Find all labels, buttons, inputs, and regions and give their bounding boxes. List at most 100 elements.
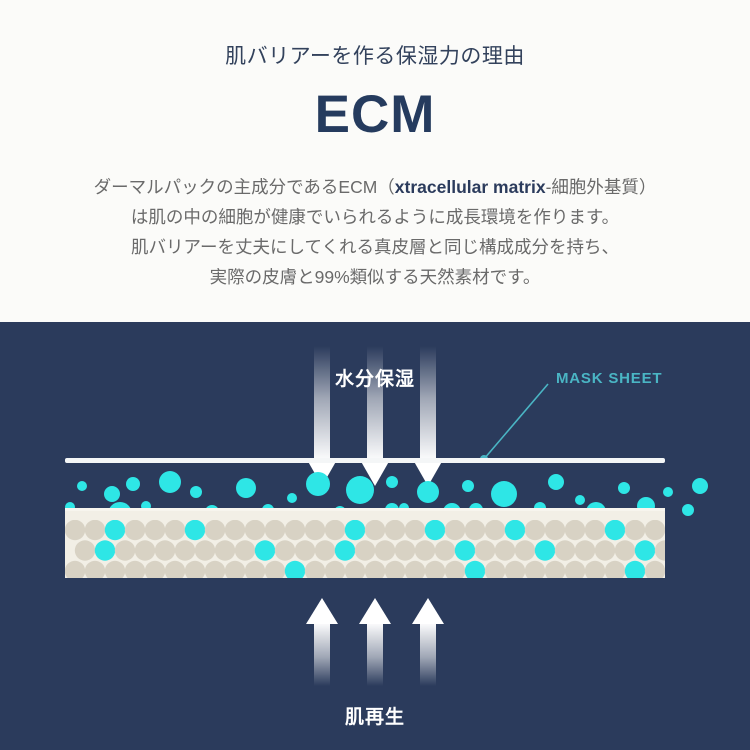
skin-cell: [144, 560, 166, 578]
diagram-graphics: [65, 346, 708, 686]
water-droplet: [663, 487, 673, 497]
water-droplet: [682, 504, 694, 516]
skin-cell: [414, 540, 436, 561]
skin-cell: [194, 540, 216, 561]
down-arrow: [412, 346, 444, 486]
skin-cell-hydrated: [634, 540, 656, 561]
skin-cell: [84, 520, 106, 541]
skin-cell: [494, 540, 516, 561]
paragraph-line-1: ダーマルパックの主成分であるECM（xtracellular matrix-細胞…: [0, 172, 750, 202]
mask-sheet-leader-line: [480, 383, 549, 463]
skin-cell: [404, 520, 426, 541]
down-arrow: [306, 346, 338, 486]
eyebrow-text: 肌バリアーを作る保湿力の理由: [225, 45, 525, 68]
intro-section: 肌バリアーを作る保湿力の理由 ECM ダーマルパックの主成分であるECM（xtr…: [0, 0, 750, 322]
skin-cell-hydrated: [454, 540, 476, 561]
skin-cell: [544, 560, 566, 578]
skin-cell: [154, 540, 176, 561]
skin-cell: [524, 520, 546, 541]
skin-cell: [264, 560, 286, 578]
skin-cell: [484, 520, 506, 541]
skin-cell: [354, 540, 376, 561]
skin-cell: [314, 540, 336, 561]
skin-cell: [384, 520, 406, 541]
skin-cell: [284, 520, 306, 541]
skin-cell-hydrated: [254, 540, 276, 561]
skin-cell-hydrated: [604, 520, 626, 541]
skin-cell: [434, 540, 456, 561]
paragraph-line-4: 実際の皮膚と99%類似する天然素材です。: [209, 267, 541, 287]
skin-cell-hydrated: [284, 560, 306, 578]
skin-cell: [304, 560, 326, 578]
skin-cell: [184, 560, 206, 578]
regeneration-label: 肌再生: [344, 707, 405, 728]
water-droplet: [548, 474, 564, 490]
skin-cell: [244, 560, 266, 578]
skin-cell-hydrated: [184, 520, 206, 541]
skin-cell: [324, 520, 346, 541]
water-droplet: [618, 482, 630, 494]
skin-cell: [144, 520, 166, 541]
skin-cell: [564, 520, 586, 541]
skin-cell: [244, 520, 266, 541]
skin-cell-hydrated: [464, 560, 486, 578]
paragraph-line-1-prefix: ダーマルパックの主成分であるECM（: [93, 177, 395, 197]
water-droplet: [77, 481, 87, 491]
skin-cell: [444, 520, 466, 541]
skin-cell: [344, 560, 366, 578]
paragraph-line-1-suffix: -細胞外基質）: [545, 177, 657, 197]
skin-cell: [224, 560, 246, 578]
skin-cell: [164, 560, 186, 578]
skin-cell: [404, 560, 426, 578]
skin-cell: [584, 560, 606, 578]
skin-cell: [384, 560, 406, 578]
skin-cell-hydrated: [94, 540, 116, 561]
skin-cell: [374, 540, 396, 561]
skin-cell: [174, 540, 196, 561]
skin-cell: [544, 520, 566, 541]
skin-cell: [204, 560, 226, 578]
skin-cell: [274, 540, 296, 561]
diagram-panel: 水分保湿 MASK SHEET 肌再生: [0, 322, 750, 750]
skin-cell: [134, 540, 156, 561]
skin-cell: [514, 540, 536, 561]
skin-cell: [644, 560, 665, 578]
skin-cell: [584, 520, 606, 541]
skin-layer: [65, 508, 665, 578]
water-droplet: [306, 472, 330, 496]
skin-cell: [164, 520, 186, 541]
up-arrow: [306, 598, 338, 686]
skin-cell-hydrated: [424, 520, 446, 541]
skin-cell-hydrated: [504, 520, 526, 541]
skin-cell: [114, 540, 136, 561]
mask-sheet-callout-label: MASK SHEET: [556, 370, 663, 387]
skin-cell: [264, 520, 286, 541]
skin-cell: [84, 560, 106, 578]
skin-cell: [464, 520, 486, 541]
skin-cell: [444, 560, 466, 578]
skin-cell-grid: [65, 520, 665, 578]
water-droplet: [104, 486, 120, 502]
water-droplet: [236, 478, 256, 498]
skin-cell: [654, 540, 665, 561]
water-droplet: [190, 486, 202, 498]
skin-cell: [504, 560, 526, 578]
skin-cell-hydrated: [624, 560, 646, 578]
skin-cell: [624, 520, 646, 541]
water-droplet: [159, 471, 181, 493]
skin-cell: [614, 540, 636, 561]
skin-cell: [324, 560, 346, 578]
paragraph-line-2: は肌の中の細胞が健康でいられるように成長環境を作ります。: [130, 207, 620, 227]
paragraph-emphasis-term: xtracellular matrix: [394, 177, 546, 197]
down-arrow: [359, 346, 391, 486]
up-arrow: [412, 598, 444, 686]
skin-cell-hydrated: [104, 520, 126, 541]
water-droplet: [462, 480, 474, 492]
water-droplet: [575, 495, 585, 505]
skin-cell: [65, 520, 86, 541]
skin-cell: [124, 520, 146, 541]
page-title: ECM: [314, 85, 436, 144]
up-arrows-group: [306, 598, 444, 686]
skin-cell-hydrated: [344, 520, 366, 541]
